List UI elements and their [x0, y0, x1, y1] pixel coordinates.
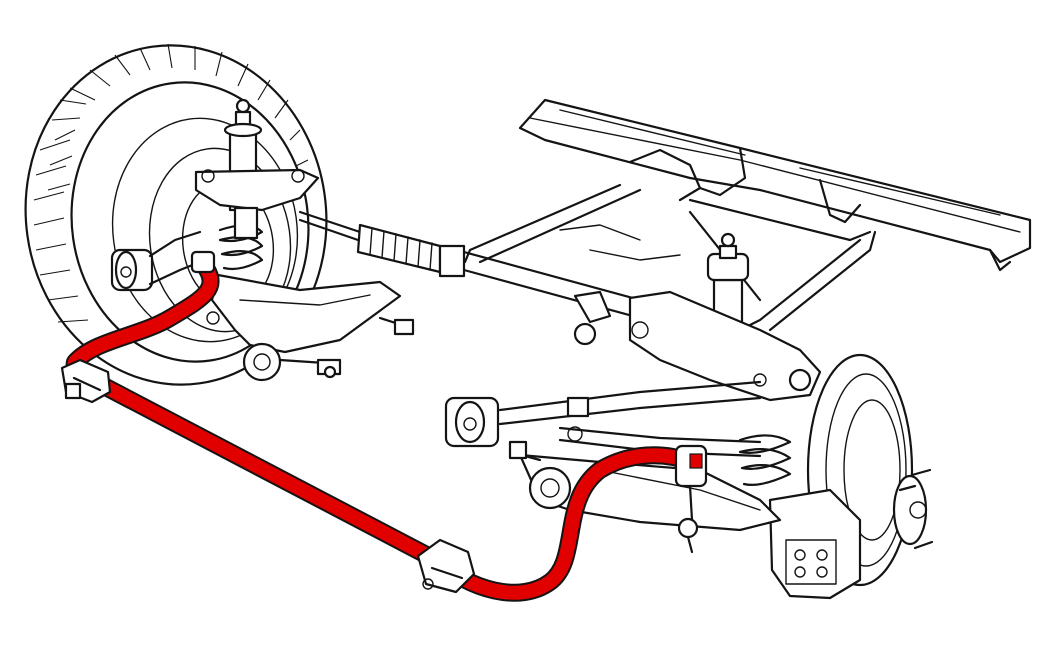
left-wheel	[24, 43, 328, 386]
arb-mount-right	[416, 538, 476, 594]
right-strut	[628, 232, 822, 486]
subframe-crossmember	[463, 98, 1032, 332]
tyre-tread	[33, 43, 309, 323]
arb-mount-left	[60, 358, 112, 404]
steering-rack	[298, 210, 682, 346]
left-lower-arm	[110, 230, 415, 382]
left-strut	[194, 98, 320, 271]
right-hub-brake	[768, 353, 934, 600]
